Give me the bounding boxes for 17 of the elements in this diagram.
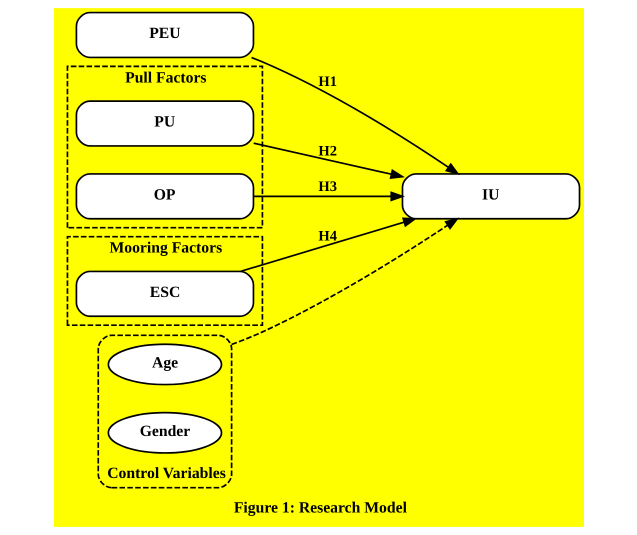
arrow [253,142,404,180]
node-ellipse: Gender [107,412,222,454]
node-box: OP [75,173,254,220]
node-box: IU [401,173,580,220]
arrow [250,56,460,176]
arrow [253,191,404,202]
caption: Figure 1: Research Model [233,500,406,517]
node-box: ESC [75,270,254,318]
edge-label: H1 [318,74,337,90]
node-box: PU [75,100,254,147]
edge-label: H3 [318,179,337,196]
edge-label: H4 [318,228,337,244]
node-ellipse: Age [107,343,222,386]
arrow [230,217,459,346]
node-box: PEU [75,12,254,58]
arrow [240,217,417,272]
edge-label: H2 [318,143,337,160]
